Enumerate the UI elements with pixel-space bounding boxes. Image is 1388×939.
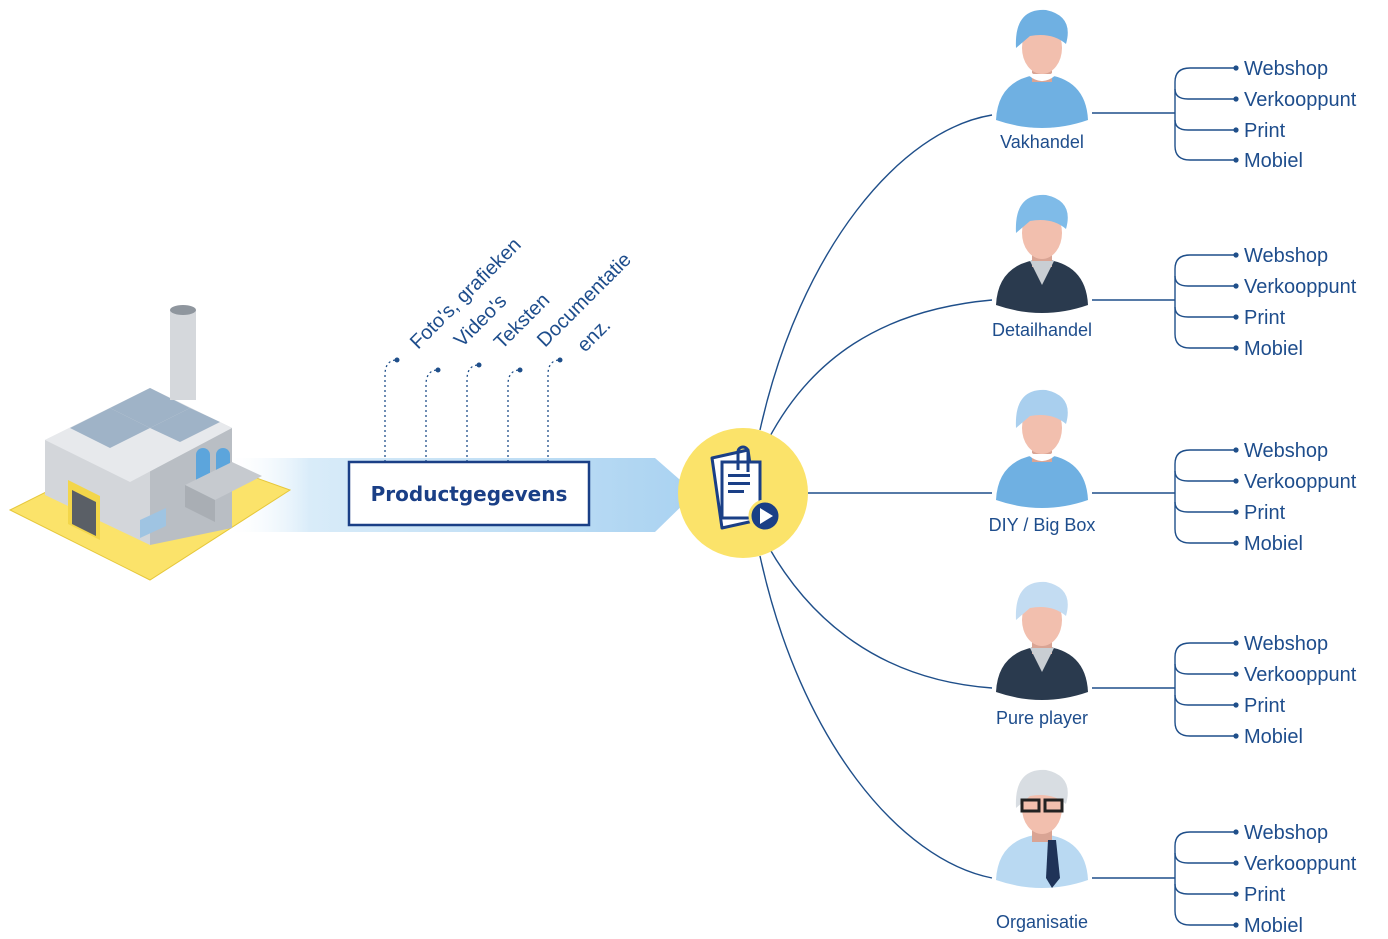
channel-label: Print <box>1244 307 1286 329</box>
channel-dot <box>1233 478 1239 484</box>
channel-label: Webshop <box>1244 822 1328 844</box>
channel-branch <box>1092 642 1236 737</box>
channel-label: Mobiel <box>1244 726 1303 748</box>
channel-label: Webshop <box>1244 58 1328 80</box>
channel-branch <box>1092 67 1236 161</box>
channel-dot <box>1233 891 1239 897</box>
audience-connectors <box>759 114 993 879</box>
woman-icon <box>996 194 1088 313</box>
channel-dot <box>1233 640 1239 646</box>
channel-dot <box>1233 157 1239 163</box>
audience-label: DIY / Big Box <box>989 515 1096 535</box>
channel-dot <box>1233 702 1239 708</box>
channel-dot <box>1233 922 1239 928</box>
woman-icon <box>996 581 1088 700</box>
channel-label: Webshop <box>1244 440 1328 462</box>
channel-label: Verkooppunt <box>1244 853 1357 875</box>
channel-label: Print <box>1244 120 1286 142</box>
productgegevens-label: Productgegevens <box>371 482 568 506</box>
channel-dot <box>1233 252 1239 258</box>
channel-branch <box>1092 449 1236 544</box>
channel-label: Print <box>1244 502 1286 524</box>
factory-icon <box>8 305 292 581</box>
channel-dot <box>1233 314 1239 320</box>
audience-3: DIY / Big Box WebshopVerkooppuntPrintMobi… <box>989 389 1357 555</box>
audience-2: Detailhandel WebshopVerkooppuntPrintMobie… <box>992 194 1357 360</box>
channel-branch <box>1092 254 1236 349</box>
channel-dot <box>1233 447 1239 453</box>
channel-dot <box>1233 283 1239 289</box>
channel-dot <box>1233 671 1239 677</box>
channel-dot <box>1233 733 1239 739</box>
audience-label: Pure player <box>996 708 1088 728</box>
channel-label: Mobiel <box>1244 533 1303 555</box>
channel-label: Verkooppunt <box>1244 276 1357 298</box>
productgegevens-box <box>347 460 591 527</box>
channel-label: Print <box>1244 884 1286 906</box>
channel-branch <box>1092 831 1236 926</box>
channel-label: Mobiel <box>1244 150 1303 172</box>
channel-label: Verkooppunt <box>1244 664 1357 686</box>
audience-label: Detailhandel <box>992 320 1092 340</box>
man-icon <box>996 389 1088 508</box>
hub-document-icon <box>678 428 808 558</box>
channel-label: Mobiel <box>1244 915 1303 937</box>
audience-label: Organisatie <box>996 912 1088 932</box>
man-icon <box>996 9 1088 128</box>
audience-label: Vakhandel <box>1000 132 1084 152</box>
channel-label: Webshop <box>1244 633 1328 655</box>
channel-label: Mobiel <box>1244 338 1303 360</box>
data-type-leaders <box>384 359 561 462</box>
channel-label: Webshop <box>1244 245 1328 267</box>
channel-label: Print <box>1244 695 1286 717</box>
businessman-icon <box>996 769 1088 888</box>
channel-dot <box>1233 540 1239 546</box>
channel-label: Verkooppunt <box>1244 471 1357 493</box>
channel-dot <box>1233 829 1239 835</box>
channel-dot <box>1233 860 1239 866</box>
channel-dot <box>1233 127 1239 133</box>
channel-dot <box>1233 509 1239 515</box>
channel-dot <box>1233 345 1239 351</box>
channel-dot <box>1233 96 1239 102</box>
channel-dot <box>1233 65 1239 71</box>
channel-label: Verkooppunt <box>1244 89 1357 111</box>
